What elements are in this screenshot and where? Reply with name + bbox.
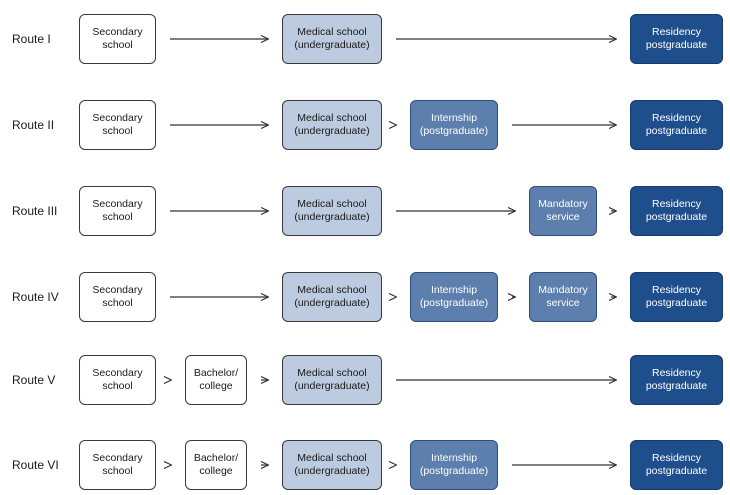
box-text-line: (undergraduate) [294,39,370,51]
medical-box: Medical school(undergraduate) [282,14,382,64]
box-text-line: Medical school [297,198,367,210]
box-text-line: Residency [651,26,702,38]
internship-box: Internship(postgraduate) [410,440,498,490]
box-text-line: Medical school [297,367,367,379]
box-text-line: Medical school [297,284,367,296]
box-text-line: Residency [651,367,702,379]
box-text-line: school [102,211,133,223]
box-text-line: postgraduate [645,39,708,51]
box-text-line: service [546,211,580,223]
box-text-line: college [199,465,233,477]
internship-box: Internship(postgraduate) [410,100,498,150]
box-text-line: Medical school [297,26,367,38]
box-text-line: Internship [430,112,478,124]
box-text-line: (postgraduate) [419,465,489,477]
box-text-line: service [546,297,580,309]
medical-box: Medical school(undergraduate) [282,440,382,490]
box-text-line: Mandatory [538,284,588,296]
box-text-line: Mandatory [538,198,588,210]
box-text-line: postgraduate [645,465,708,477]
box-text-line: Internship [430,452,478,464]
box-text-line: (postgraduate) [419,297,489,309]
box-text-line: (undergraduate) [294,125,370,137]
route-label: Route II [12,118,55,132]
medical-box: Medical school(undergraduate) [282,355,382,405]
bachelor-box: Bachelor/college [185,440,247,490]
medical-box: Medical school(undergraduate) [282,186,382,236]
box-text-line: Secondary [92,198,143,210]
box-text-line: Internship [430,284,478,296]
box-text-line: school [102,465,133,477]
box-text-line: postgraduate [645,380,708,392]
box-text-line: (undergraduate) [294,297,370,309]
route-label: Route V [12,373,56,387]
box-text-line: Bachelor/ [193,452,239,464]
box-text-line: school [102,297,133,309]
box-text-line: school [102,125,133,137]
box-text-line: Secondary [92,452,143,464]
route-label: Route I [12,32,51,46]
box-text-line: Medical school [297,112,367,124]
bachelor-box: Bachelor/college [185,355,247,405]
box-text-line: Medical school [297,452,367,464]
box-text-line: Secondary [92,284,143,296]
route-label: Route IV [12,290,59,304]
medical-box: Medical school(undergraduate) [282,272,382,322]
box-text-line: Secondary [92,367,143,379]
box-text-line: postgraduate [645,297,708,309]
box-text-line: postgraduate [645,211,708,223]
box-text-line: Residency [651,112,702,124]
box-text-line: (undergraduate) [294,211,370,223]
box-text-line: Secondary [92,26,143,38]
box-text-line: school [102,380,133,392]
box-text-line: Residency [651,284,702,296]
box-text-line: Residency [651,198,702,210]
route-label: Route VI [12,458,59,472]
box-text-line: Bachelor/ [193,367,239,379]
box-text-line: Secondary [92,112,143,124]
box-text-line: (postgraduate) [419,125,489,137]
box-text-line: (undergraduate) [294,380,370,392]
box-text-line: school [102,39,133,51]
box-text-line: Residency [651,452,702,464]
box-text-line: (undergraduate) [294,465,370,477]
box-text-line: college [199,380,233,392]
box-text-line: postgraduate [645,125,708,137]
route-label: Route III [12,204,58,218]
internship-box: Internship(postgraduate) [410,272,498,322]
medical-box: Medical school(undergraduate) [282,100,382,150]
